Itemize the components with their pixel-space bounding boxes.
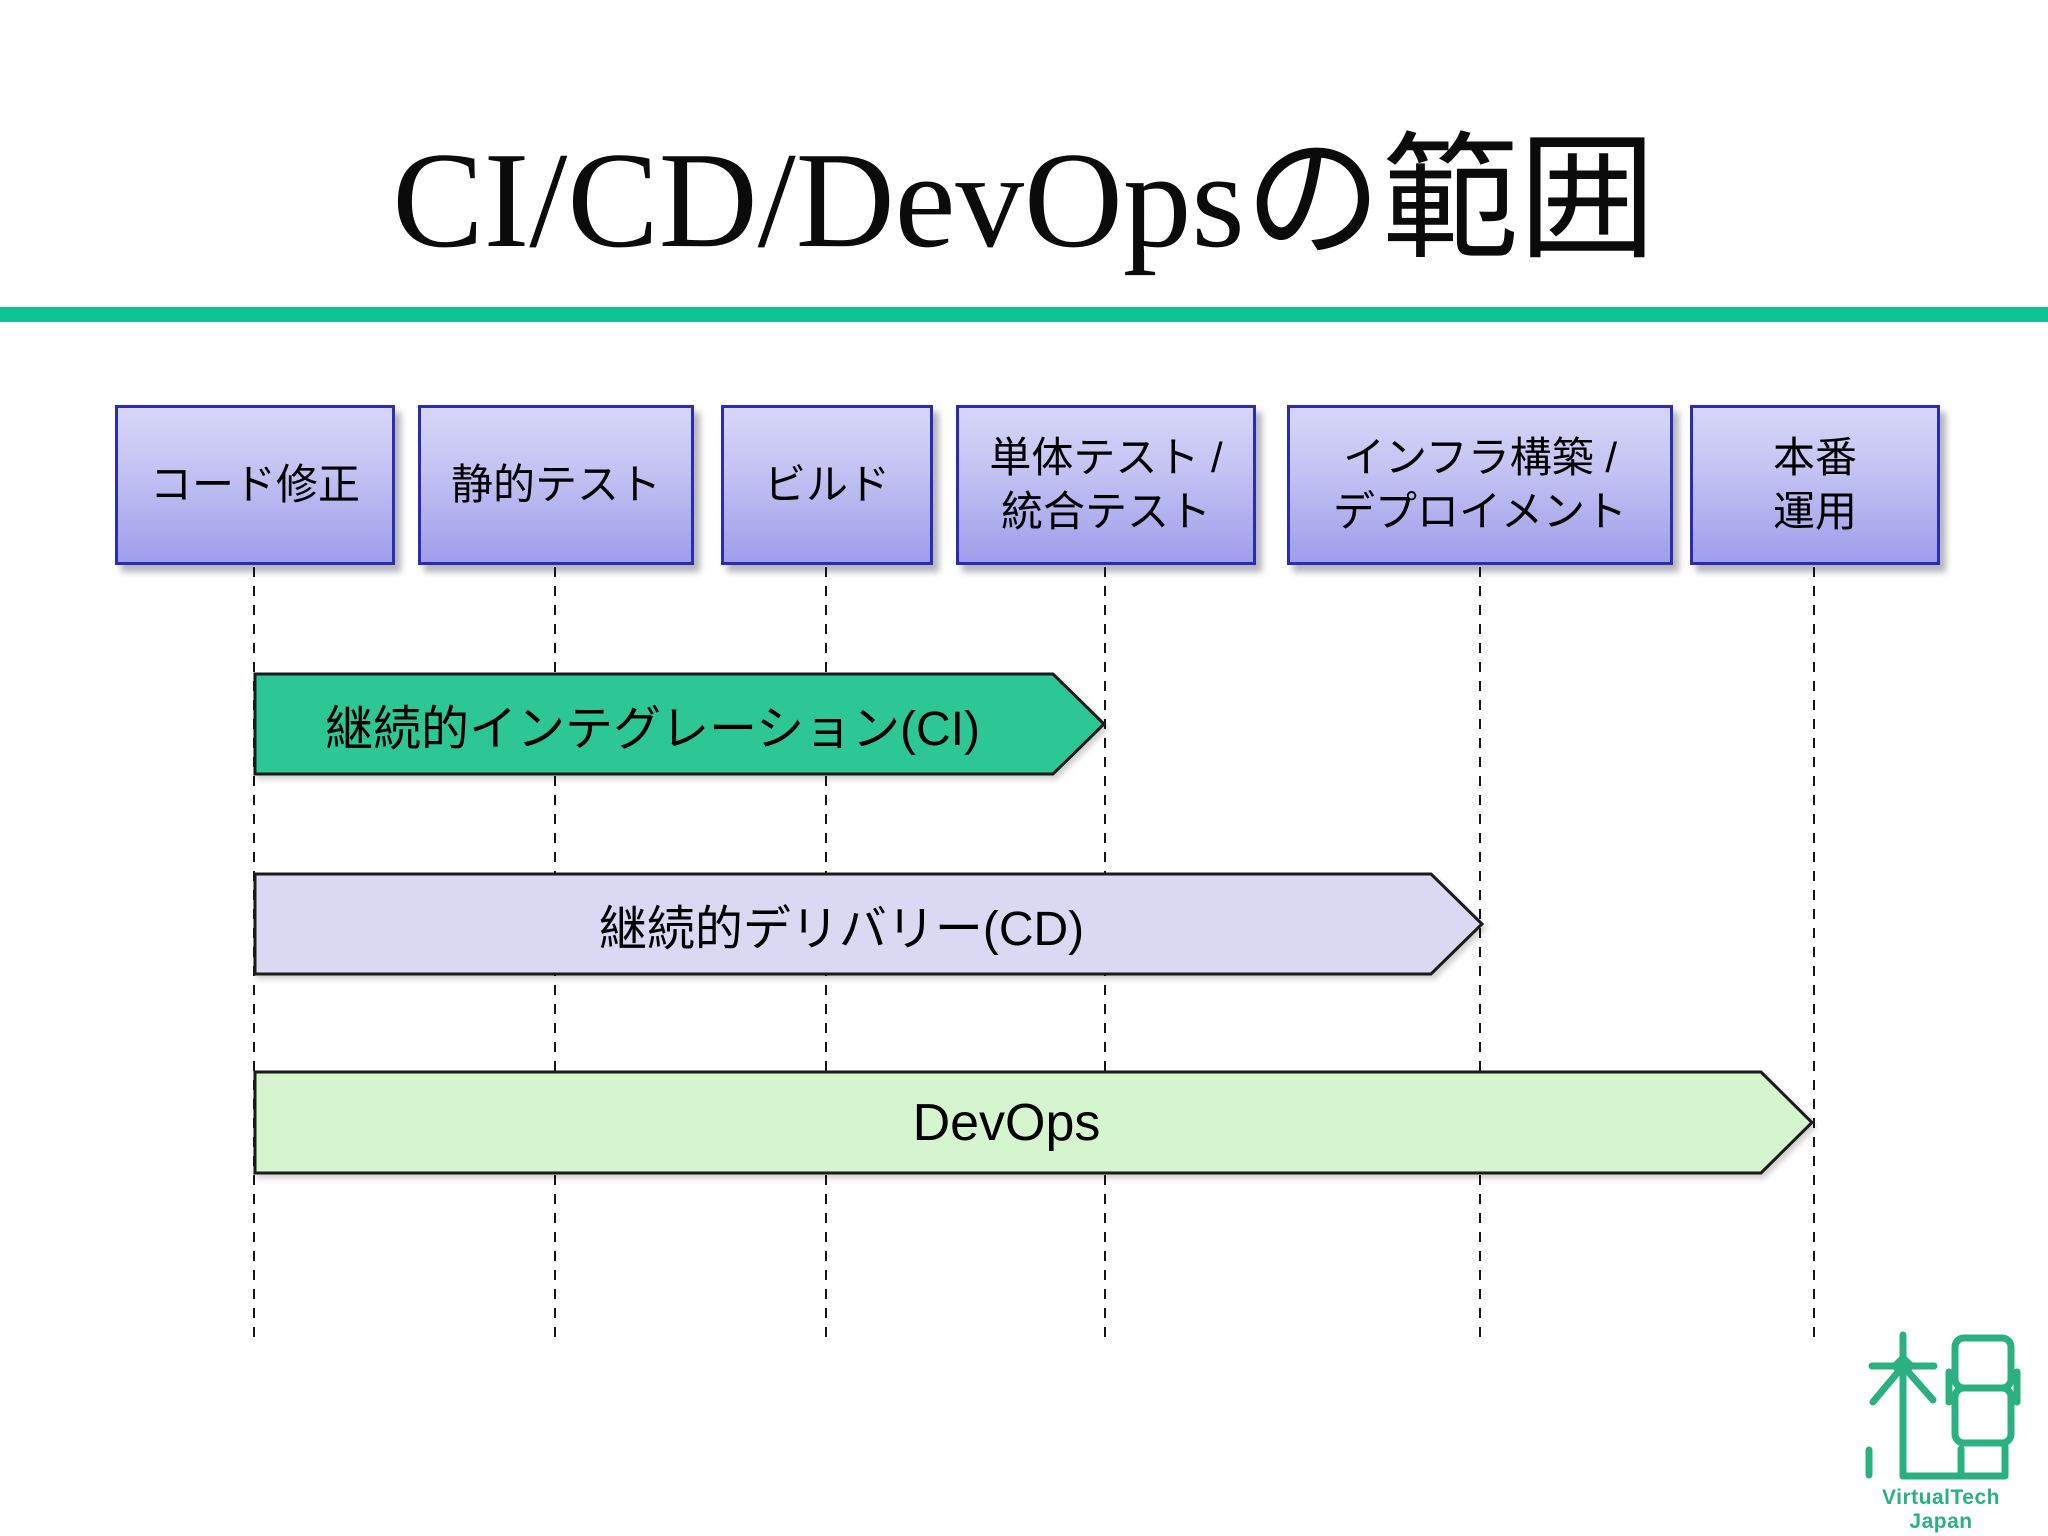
stage-box-infra-deployment: インフラ構築 / デプロイメント [1287,405,1673,565]
stage-box-production-operation: 本番 運用 [1690,405,1940,565]
stage-label: 統合テスト [1000,488,1211,535]
stage-box-static-test: 静的テスト [418,405,694,565]
virtualtech-japan-logo: VirtualTech Japan [1855,1330,2027,1533]
stage-label: インフラ構築 / [1342,434,1618,482]
page-title: CI/CD/DevOpsの範囲 [392,124,1656,276]
stage-box-build: ビルド [721,405,933,565]
stage-label: 本番 [1772,434,1857,482]
stage-box-code-fix: コード修正 [115,405,395,565]
band-ci-label: 継続的インテグレーション(CI) [324,703,980,756]
devops-arrow-shape [253,1070,1815,1175]
band-devops-label: DevOps [912,1093,1101,1152]
virtualtech-japan-logo-text: VirtualTech Japan [1882,1486,2000,1533]
band-ci: 継続的インテグレーション(CI) [253,672,1107,776]
stage-label: 静的テスト [450,461,661,509]
dashed-line-production-operation [1813,567,1815,1345]
band-cd: 継続的デリバリー(CD) [253,872,1485,976]
stage-label: ビルド [763,461,890,509]
stage-label: コード修正 [149,461,360,509]
band-devops: DevOps [253,1070,1815,1175]
stage-label: 単体テスト / [989,434,1223,482]
stage-label: 運用 [1772,488,1857,535]
ci-arrow-shape [253,672,1107,776]
stage-label: デプロイメント [1332,488,1627,535]
virtualtech-logo-icon [1865,1331,2021,1480]
cd-arrow-shape [253,872,1485,976]
band-cd-label: 継続的デリバリー(CD) [598,903,1085,956]
title-underline [0,307,2048,322]
dashed-line-infra-deployment [1479,567,1481,1345]
stage-box-unit-integration-test: 単体テスト / 統合テスト [956,405,1256,565]
